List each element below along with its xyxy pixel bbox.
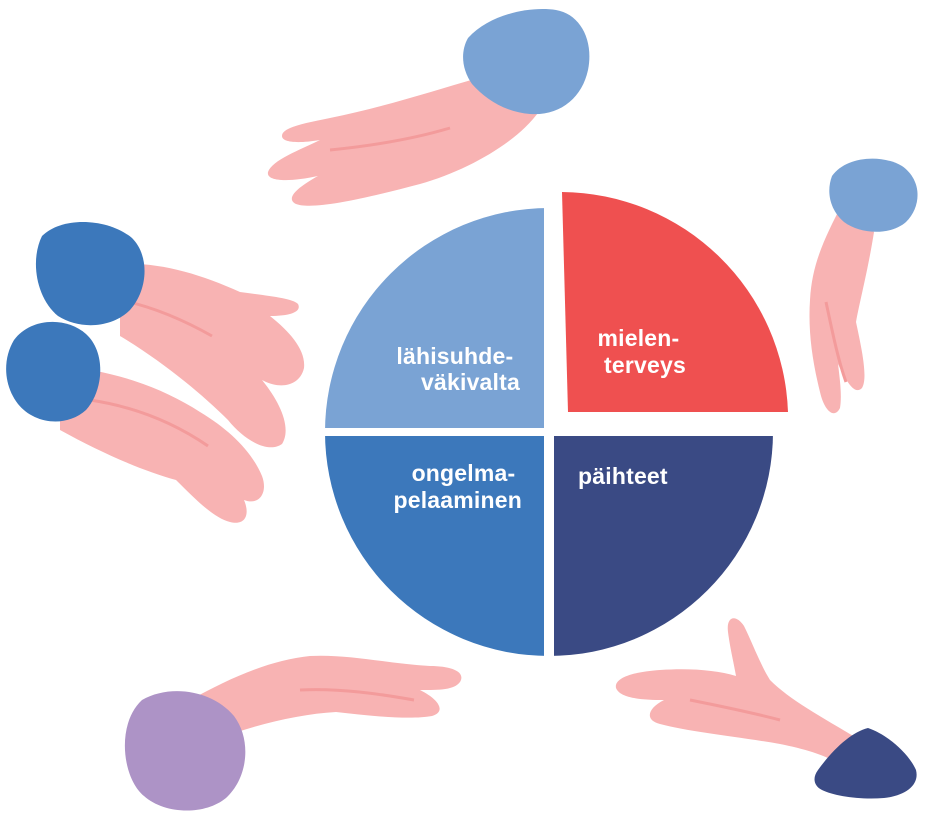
quadrant-mental-health <box>562 192 788 412</box>
handshake-left-icon <box>6 221 305 523</box>
quadrant-label-domestic-violence: lähisuhde- väkivalta <box>396 343 520 395</box>
quadrant-label-gambling: ongelma- pelaaminen <box>393 460 522 513</box>
hand-right-icon <box>809 158 918 414</box>
hand-bottom-right-icon <box>615 618 917 799</box>
hand-top-icon <box>267 9 590 206</box>
hand-bottom-left-icon <box>124 655 462 811</box>
quadrant-circle <box>325 208 773 656</box>
quadrant-label-substances: päihteet <box>578 463 668 489</box>
quadrant-label-mental-health: mielen- terveys <box>597 325 686 378</box>
